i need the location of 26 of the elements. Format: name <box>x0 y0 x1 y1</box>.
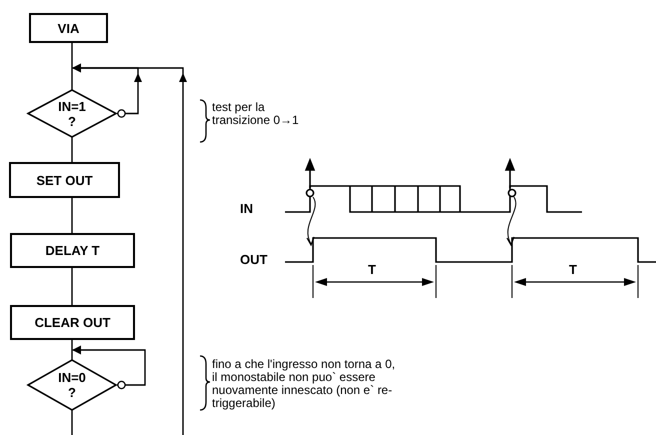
flow-line <box>71 268 73 305</box>
flow-line <box>71 43 73 90</box>
process-box <box>10 305 135 340</box>
duration-label: T <box>569 263 577 276</box>
signal-label: OUT <box>240 253 268 266</box>
duration-label: T <box>368 263 376 276</box>
node-label: IN=0 ? <box>57 370 87 400</box>
flow-line <box>71 410 73 435</box>
flow-line <box>72 346 146 390</box>
flow-line <box>71 137 73 162</box>
signal-label: IN <box>240 202 253 215</box>
note-text: test per la transizione 0→1 <box>212 101 300 127</box>
process-box <box>9 162 120 198</box>
decision-diamond <box>26 89 118 138</box>
flow-line <box>71 198 73 233</box>
process-box <box>10 233 135 268</box>
note-text: fino a che l'ingresso non torna a 0, il monostabile non puo` essere nuovamente innescato (non e` re-triggerabile) <box>212 358 396 410</box>
node-label: VIA <box>58 20 80 36</box>
node-label: CLEAR OUT <box>34 315 110 330</box>
node-label: IN=1 ? <box>57 98 87 128</box>
flow-line <box>71 340 73 360</box>
node-label: DELAY T <box>45 243 100 258</box>
node-label: SET OUT <box>36 172 93 188</box>
loop-arrow <box>72 64 187 435</box>
decision-diamond <box>26 359 118 411</box>
process-box <box>29 13 108 43</box>
